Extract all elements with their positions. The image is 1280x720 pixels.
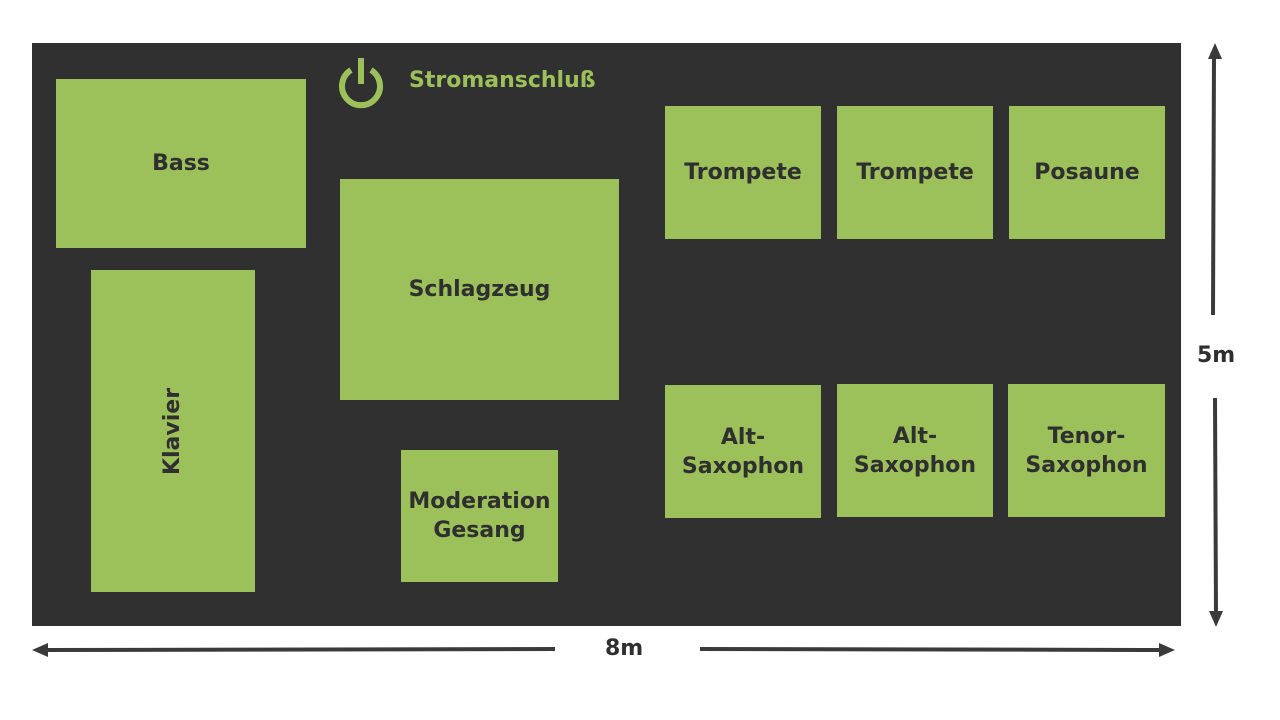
block-bass: Bass <box>56 79 306 248</box>
block-trompete-1: Trompete <box>665 106 821 239</box>
block-trompete-1-label: Trompete <box>684 160 802 185</box>
width-label: 8m <box>605 636 644 661</box>
block-trompete-2-label: Trompete <box>856 160 974 185</box>
block-posaune: Posaune <box>1009 106 1165 239</box>
block-alt-saxophon-2: Alt- Saxophon <box>837 384 993 517</box>
width-arrow <box>32 643 1175 657</box>
block-schlagzeug: Schlagzeug <box>340 179 619 400</box>
block-alt-saxophon-1-label: Alt- Saxophon <box>681 424 805 479</box>
block-schlagzeug-label: Schlagzeug <box>408 277 551 302</box>
block-moderation-gesang-label: Moderation Gesang <box>408 489 551 543</box>
height-arrow <box>1208 43 1223 627</box>
block-bass-label: Bass <box>152 151 210 176</box>
block-posaune-label: Posaune <box>1034 160 1140 185</box>
block-tenor-saxophon-label: Tenor- Saxophon <box>1025 423 1148 478</box>
block-alt-saxophon-1: Alt- Saxophon <box>665 385 821 518</box>
block-tenor-saxophon: Tenor- Saxophon <box>1008 384 1165 517</box>
block-trompete-2: Trompete <box>837 106 993 239</box>
block-klavier: Klavier <box>91 270 255 592</box>
power-connection-label: Stromanschluß <box>409 68 596 93</box>
block-moderation-gesang: Moderation Gesang <box>401 450 558 582</box>
power-icon <box>339 58 383 109</box>
height-label: 5m <box>1197 343 1236 368</box>
block-alt-saxophon-2-label: Alt- Saxophon <box>853 423 977 478</box>
